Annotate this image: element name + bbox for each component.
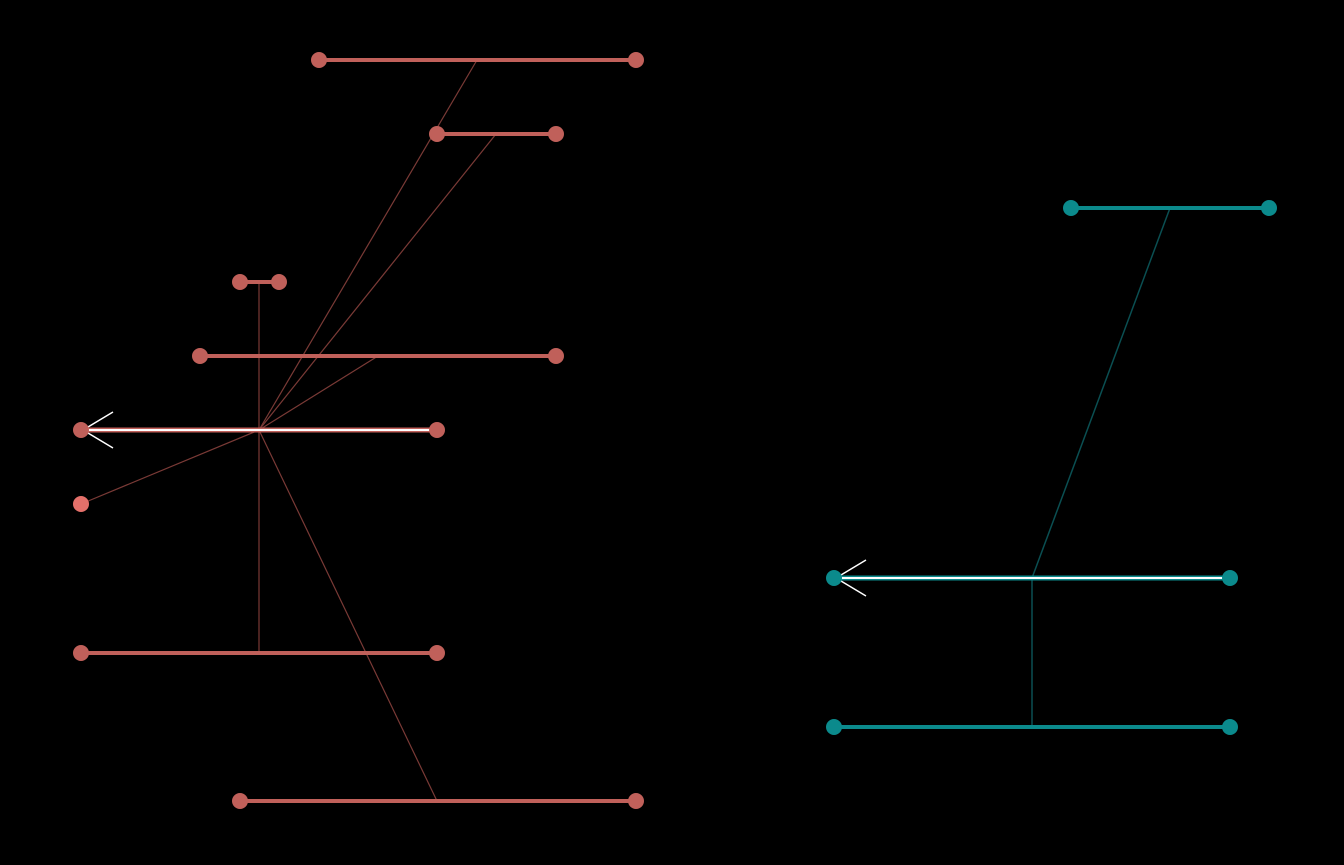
red-node[interactable] <box>271 274 287 290</box>
red-node[interactable] <box>429 645 445 661</box>
red-node[interactable] <box>311 52 327 68</box>
red-connector-bottom <box>258 429 438 802</box>
teal-node[interactable] <box>1063 200 1079 216</box>
red-node[interactable] <box>548 126 564 142</box>
red-node[interactable] <box>548 348 564 364</box>
red-bars <box>79 58 638 803</box>
red-node[interactable] <box>192 348 208 364</box>
red-node[interactable] <box>73 422 89 438</box>
teal-node[interactable] <box>1261 200 1277 216</box>
red-connector-top-1 <box>258 59 478 431</box>
red-node[interactable] <box>628 52 644 68</box>
teal-group <box>826 200 1277 735</box>
teal-nodes <box>826 200 1277 735</box>
red-connectors <box>80 59 497 802</box>
red-connector-loose-node <box>80 429 260 505</box>
teal-node[interactable] <box>826 570 842 586</box>
teal-node[interactable] <box>1222 570 1238 586</box>
teal-node[interactable] <box>1222 719 1238 735</box>
red-node[interactable] <box>232 274 248 290</box>
teal-bars <box>832 206 1271 729</box>
red-node[interactable] <box>232 793 248 809</box>
teal-connectors <box>1031 207 1171 727</box>
red-nodes <box>73 52 644 809</box>
red-node[interactable] <box>429 422 445 438</box>
teal-connector-top <box>1031 207 1171 579</box>
red-node[interactable] <box>628 793 644 809</box>
red-group <box>73 52 644 809</box>
red-node[interactable] <box>429 126 445 142</box>
red-node[interactable] <box>73 645 89 661</box>
teal-node[interactable] <box>826 719 842 735</box>
red-connector-top-2 <box>258 133 497 431</box>
red-loose-node[interactable] <box>73 496 89 512</box>
red-connector-mid <box>258 355 379 431</box>
